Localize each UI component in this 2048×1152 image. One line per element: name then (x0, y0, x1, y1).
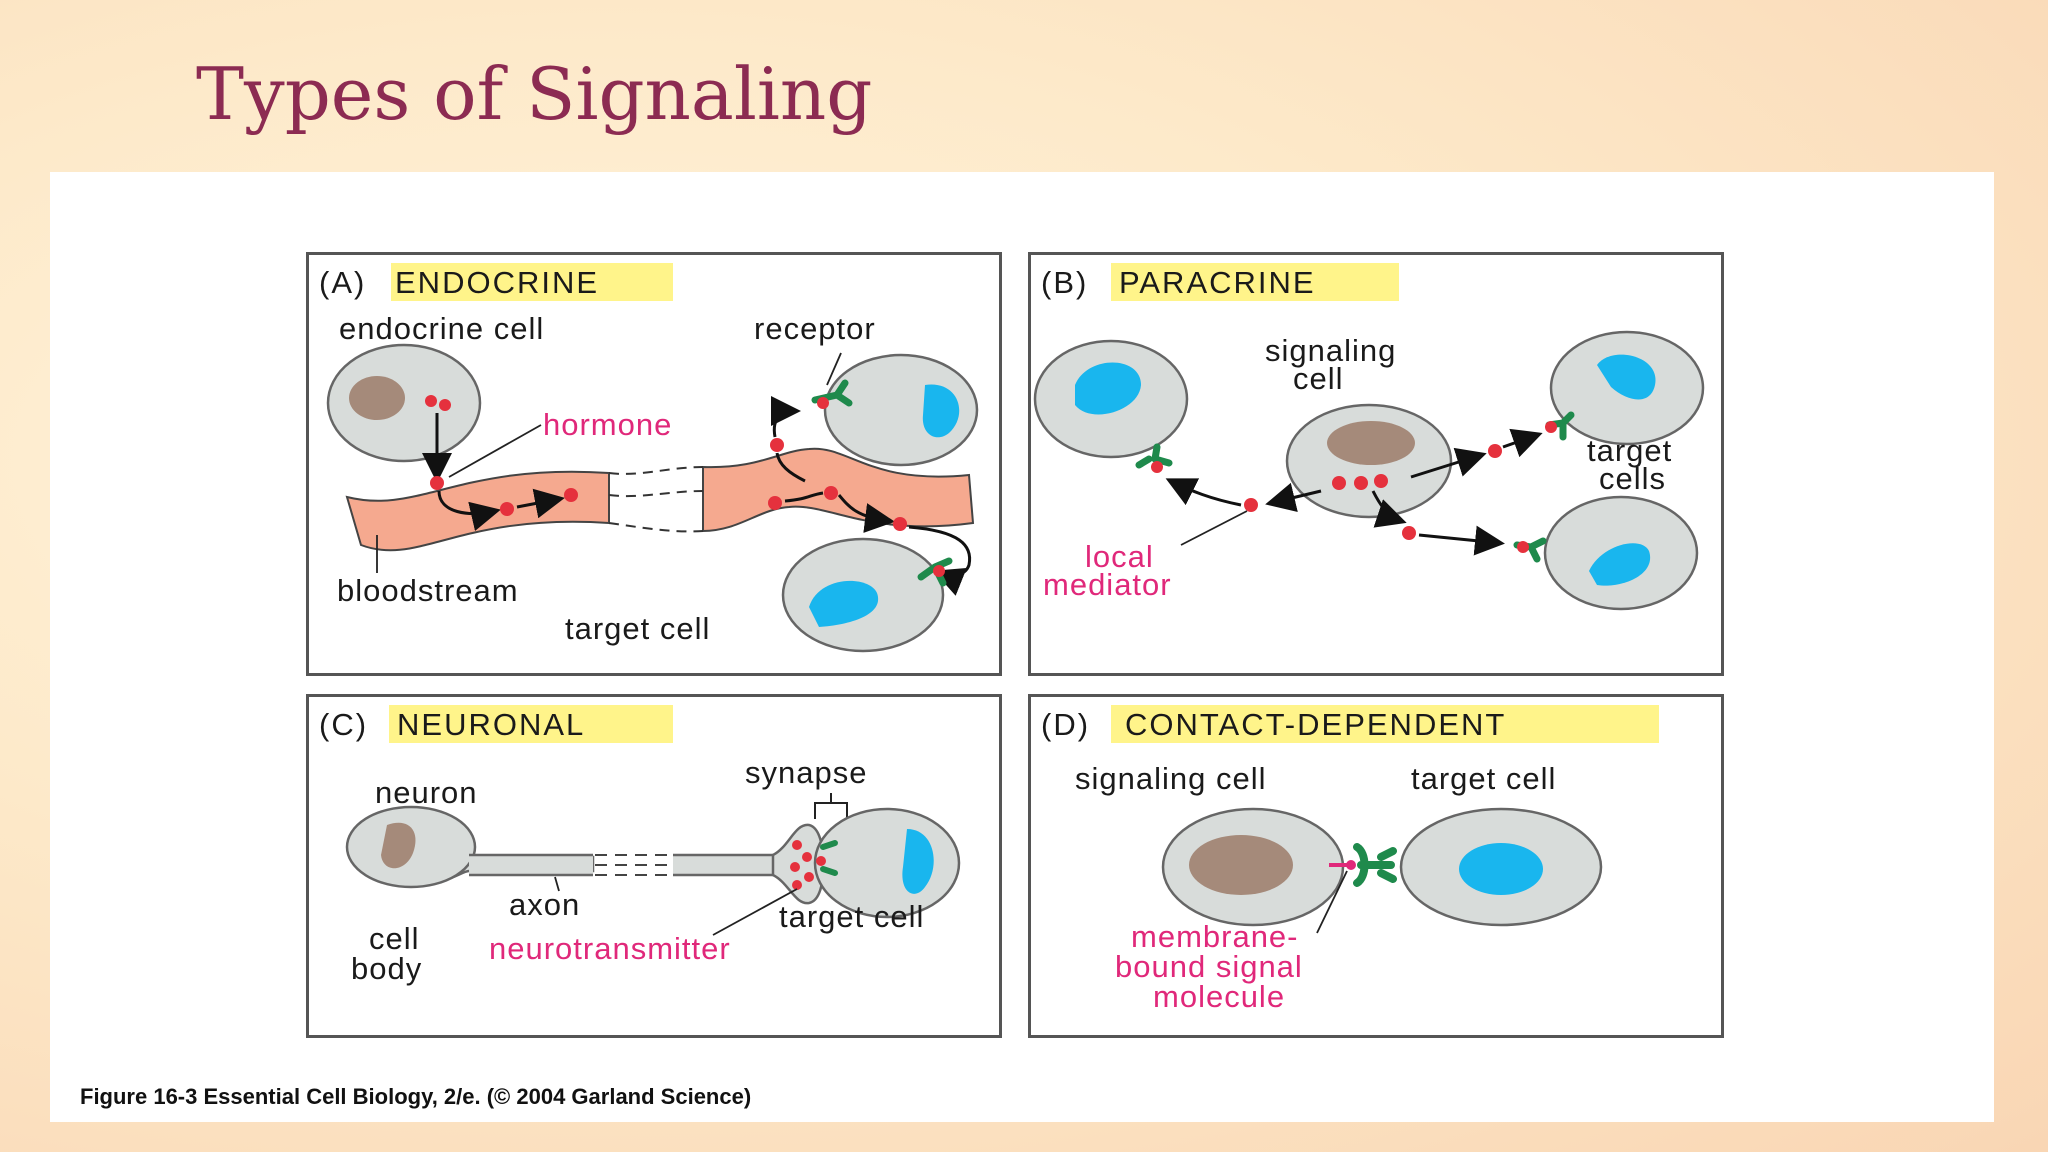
neurotransmitter-label: neurotransmitter (489, 931, 731, 966)
endocrine-diagram: (A) ENDOCRINE endocrine cell receptor h (319, 263, 979, 653)
signaling-cell-label-line2: cell (1293, 361, 1344, 396)
signaling-cell-label-line1: signaling (1265, 333, 1396, 368)
axon-label: axon (509, 887, 580, 922)
bloodstream-label: bloodstream (337, 573, 519, 608)
paracrine-diagram: (B) PARACRINE signaling cell (1033, 263, 1705, 611)
target-cells-label-line1: target (1587, 433, 1672, 468)
neuronal-diagram: (C) NEURONAL neuron synapse (319, 705, 961, 986)
panel-heading: CONTACT-DEPENDENT (1125, 707, 1506, 742)
membrane-signal-label-line1: membrane- (1131, 919, 1299, 954)
contact-dependent-diagram: (D) CONTACT-DEPENDENT signaling cell tar… (1041, 705, 1659, 1014)
target-nucleus (1459, 843, 1543, 895)
figure-caption: Figure 16-3 Essential Cell Biology, 2/e.… (80, 1084, 752, 1109)
neuron-nucleus (381, 822, 416, 869)
hormone-label: hormone (543, 407, 672, 442)
receptor-icon (1353, 843, 1397, 887)
target-nucleus (1075, 362, 1141, 415)
panel-heading: PARACRINE (1119, 265, 1316, 300)
endocrine-cell-label: endocrine cell (339, 311, 544, 346)
heading-highlight (391, 263, 673, 301)
target-nucleus (1597, 354, 1656, 400)
panel-letter: (D) (1041, 707, 1090, 742)
heading-highlight (1111, 263, 1399, 301)
synapse-label: synapse (745, 755, 867, 790)
signaling-nucleus (1327, 421, 1415, 465)
target-nucleus (922, 384, 960, 438)
panel-letter: (A) (319, 265, 366, 300)
target-cell-label: target cell (565, 611, 710, 646)
signaling-cell-label: signaling cell (1075, 761, 1267, 796)
figure-panel: (A) ENDOCRINE endocrine cell receptor h (50, 172, 1994, 1122)
panel-letter: (B) (1041, 265, 1088, 300)
heading-highlight (389, 705, 673, 743)
target-cells-label-line2: cells (1599, 461, 1666, 496)
endocrine-nucleus (349, 376, 405, 420)
cell-body-label-line2: body (351, 951, 422, 986)
signaling-nucleus (1189, 835, 1293, 895)
bloodstream-segment (345, 470, 610, 552)
local-mediator-label-line1: local (1085, 539, 1154, 574)
panel-endocrine: (A) ENDOCRINE endocrine cell receptor h (306, 252, 1002, 676)
panel-heading: ENDOCRINE (395, 265, 599, 300)
membrane-signal-label-line3: molecule (1153, 979, 1285, 1014)
panel-contact-dependent: (D) CONTACT-DEPENDENT signaling cell tar… (1028, 694, 1724, 1038)
slide-title: Types of Signaling (196, 52, 873, 136)
target-nucleus (809, 580, 879, 627)
heading-highlight (1111, 705, 1659, 743)
membrane-signal-label-line2: bound signal (1115, 949, 1303, 984)
cell-body-label-line1: cell (369, 921, 420, 956)
bloodstream-segment (702, 447, 975, 533)
target-cell-upper (823, 353, 979, 467)
panel-letter: (C) (319, 707, 368, 742)
panel-heading: NEURONAL (397, 707, 585, 742)
target-nucleus (902, 829, 934, 894)
target-cell-label: target cell (779, 899, 924, 934)
panel-paracrine: (B) PARACRINE signaling cell (1028, 252, 1724, 676)
neuron-label: neuron (375, 775, 478, 810)
receptor-label: receptor (754, 311, 876, 346)
target-nucleus (1589, 543, 1651, 586)
panel-neuronal: (C) NEURONAL neuron synapse (306, 694, 1002, 1038)
target-cell-label: target cell (1411, 761, 1556, 796)
local-mediator-label-line2: mediator (1043, 567, 1172, 602)
receptor-icon (1135, 443, 1173, 469)
